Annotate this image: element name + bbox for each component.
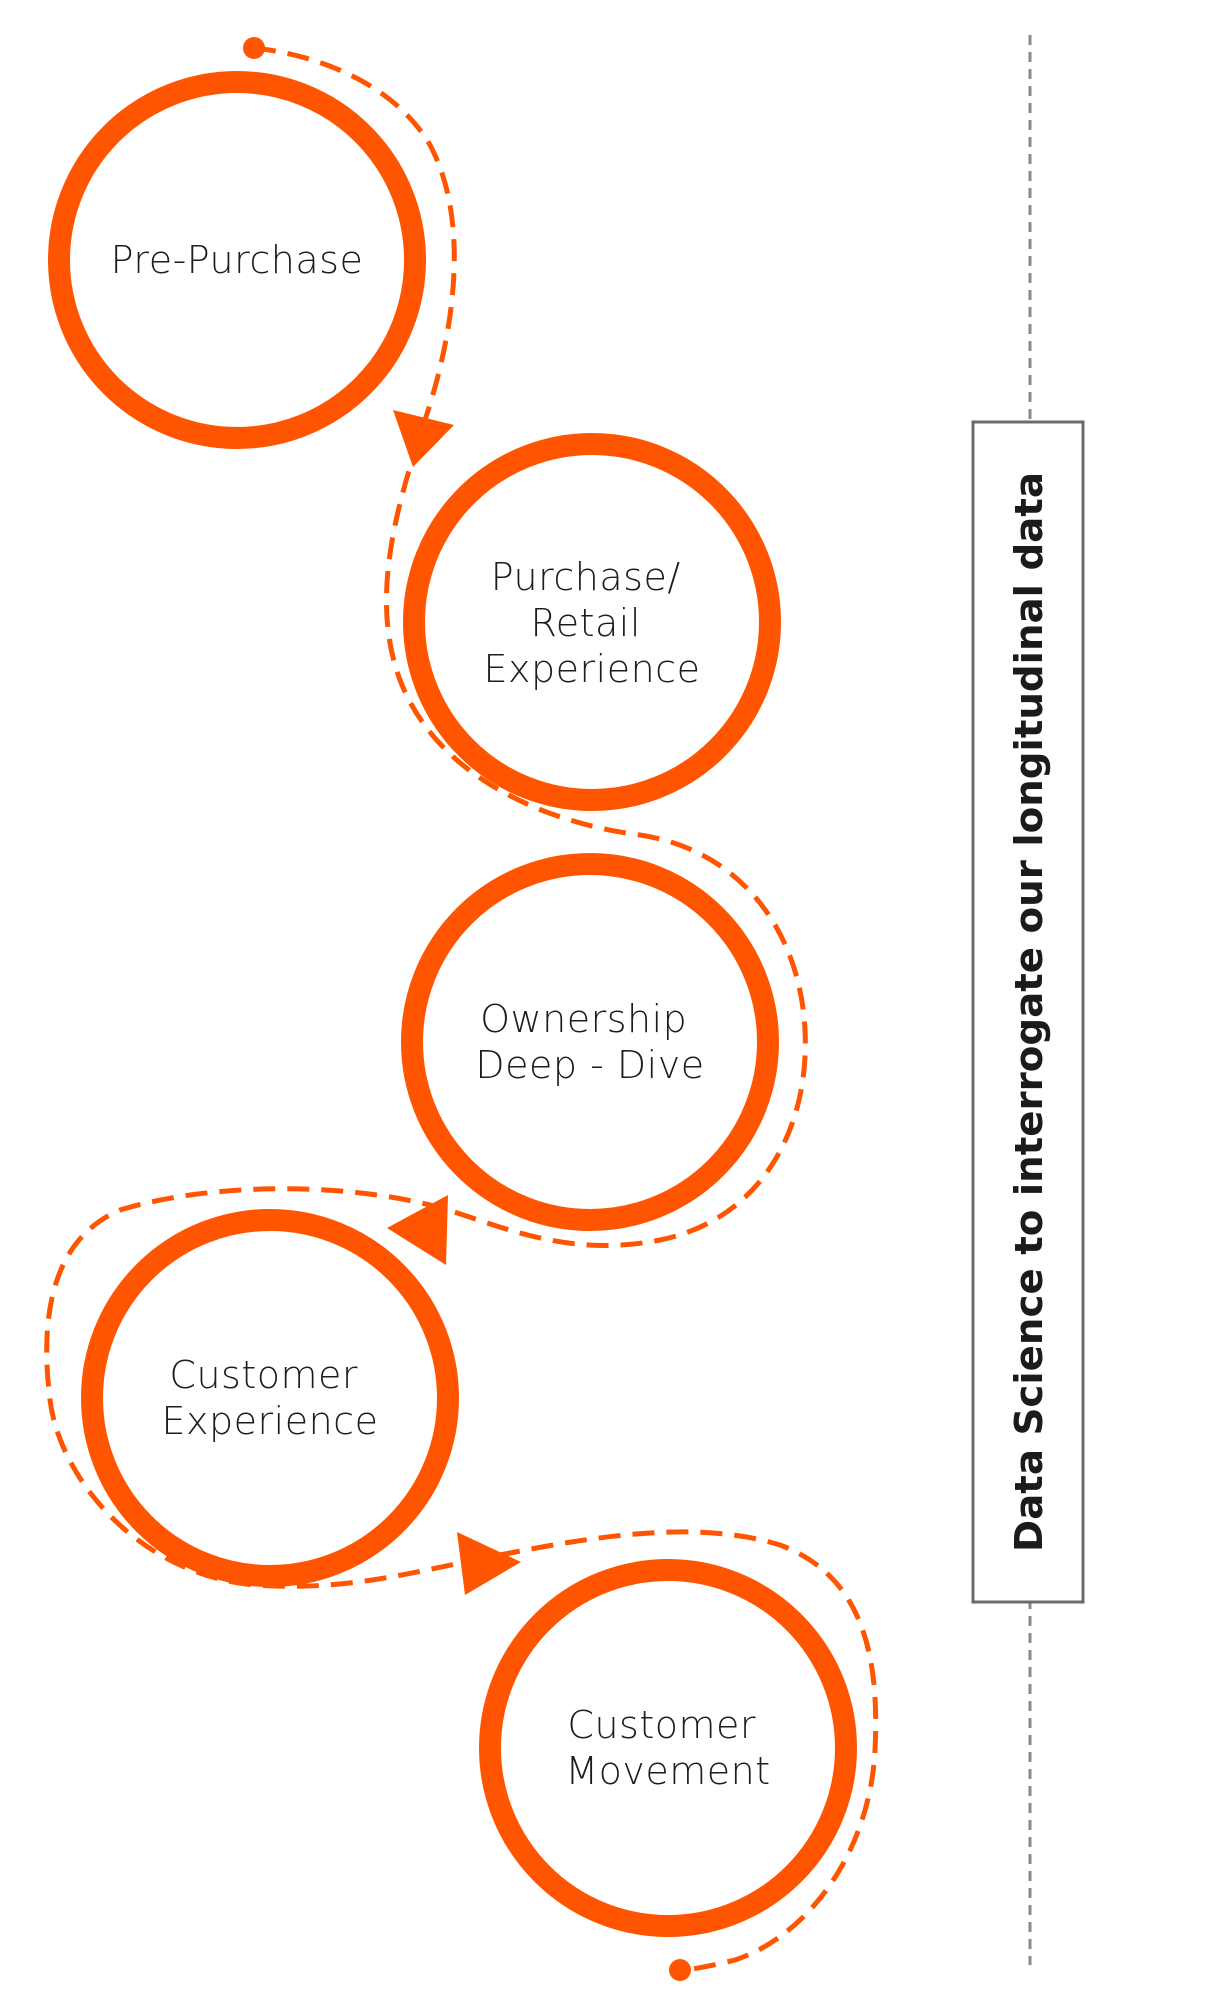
stage-circle [81, 1209, 459, 1587]
journey-path [44, 45, 879, 1973]
svg-text:Customer Experience: Customer Experience [162, 1353, 379, 1443]
arrow-to-purchase-icon [393, 410, 454, 467]
svg-text:Customer Movement: Customer Movement [565, 1703, 770, 1793]
stage-label-line: Ownership [480, 997, 687, 1041]
svg-text:Ownership Deep - Dive: Ownership Deep - Dive [475, 997, 704, 1087]
arrow-to-customer-experience-icon [387, 1195, 448, 1265]
side-label-text: Data Science to interrogate our longitud… [1007, 472, 1051, 1552]
stage-label-line: Customer [567, 1703, 756, 1747]
journey-start-dot [243, 37, 265, 59]
stage-pre-purchase: Pre-Purchase [48, 71, 426, 449]
arrow-to-customer-movement-icon [457, 1532, 521, 1595]
stage-label-line: Retail [531, 601, 641, 645]
stage-label-line: Customer [169, 1353, 358, 1397]
stage-label-line: Experience [484, 647, 701, 691]
stage-label-line: Movement [565, 1749, 770, 1793]
stage-label-line: Experience [162, 1399, 379, 1443]
stage-label-line: Pre-Purchase [111, 238, 364, 282]
stage-circle [403, 433, 781, 811]
stage-customer-experience: Customer Experience [81, 1209, 459, 1587]
stage-customer-movement: Customer Movement [479, 1559, 857, 1937]
stage-circle [479, 1559, 857, 1937]
svg-text:Pre-Purchase: Pre-Purchase [111, 238, 364, 282]
journey-end-dot [669, 1959, 691, 1981]
stage-circle [401, 853, 779, 1231]
stage-purchase-retail: Purchase/ Retail Experience [403, 433, 781, 811]
stage-label-line: Deep - Dive [475, 1043, 704, 1087]
stage-circle [48, 71, 426, 449]
side-label-frame [971, 420, 1085, 1604]
side-label-box: Data Science to interrogate our longitud… [971, 420, 1085, 1604]
stage-label-line: Purchase/ [491, 555, 681, 599]
stage-ownership-deep-dive: Ownership Deep - Dive [401, 853, 779, 1231]
svg-text:Purchase/ Retail E: Purchase/ Retail Experience [484, 555, 701, 691]
